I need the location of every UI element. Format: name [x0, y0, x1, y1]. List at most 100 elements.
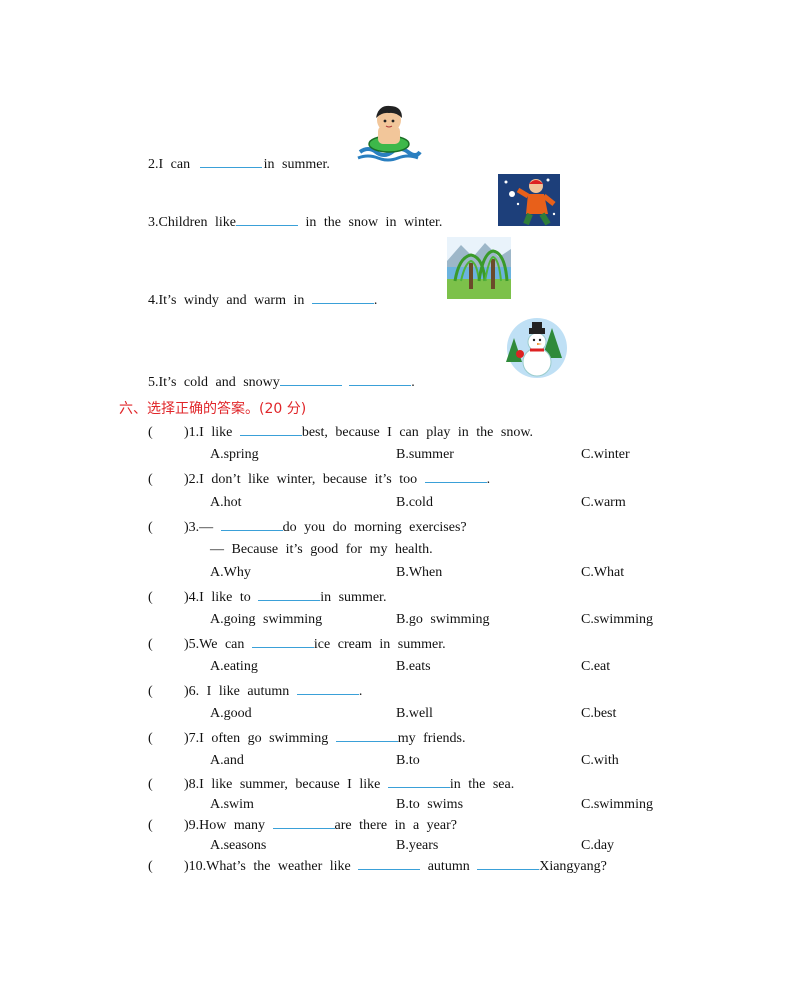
option-a[interactable]: A.seasons: [210, 838, 267, 853]
question-stem: )6. I like autumn: [184, 684, 290, 699]
question-stem: in summer.: [320, 590, 387, 605]
option-c[interactable]: C.warm: [581, 495, 626, 510]
option-b[interactable]: B.cold: [396, 495, 433, 510]
question-text: .: [411, 375, 415, 390]
question-stem: in the sea.: [449, 777, 515, 792]
answer-blank[interactable]: [335, 729, 398, 742]
option-c[interactable]: C.winter: [581, 447, 630, 462]
option-a[interactable]: A.spring: [210, 447, 259, 462]
answer-blank[interactable]: [387, 775, 450, 788]
option-b[interactable]: B.to swims: [396, 797, 464, 812]
question-6: ( )6. I like autumn .: [148, 682, 362, 701]
option-b[interactable]: B.go swimming: [396, 612, 490, 627]
answer-blank[interactable]: [477, 857, 540, 870]
answer-blank[interactable]: [311, 291, 374, 304]
answer-paren[interactable]: (: [148, 520, 153, 535]
answer-blank[interactable]: [239, 423, 302, 436]
question-1: ( )1.I like best, because I can play in t…: [148, 423, 533, 442]
question-stem: )3.—: [184, 520, 214, 535]
question-9: ( )9.How many are there in a year?: [148, 816, 457, 835]
question-3-response: — Because it’s good for my health.: [210, 542, 433, 557]
option-c[interactable]: C.best: [581, 706, 617, 721]
answer-blank[interactable]: [220, 518, 283, 531]
option-a[interactable]: A.eating: [210, 659, 258, 674]
answer-blank[interactable]: [251, 635, 314, 648]
option-c[interactable]: C.swimming: [581, 797, 653, 812]
question-stem: )5.We can: [184, 637, 245, 652]
option-a[interactable]: A.swim: [210, 797, 254, 812]
question-stem: .: [486, 472, 491, 487]
question-5: ( )5.We can ice cream in summer.: [148, 635, 446, 654]
answer-blank[interactable]: [349, 373, 412, 386]
option-a[interactable]: A.good: [210, 706, 252, 721]
willow-trees-picture: [447, 237, 511, 299]
question-stem: Xiangyang?: [539, 859, 607, 874]
option-c[interactable]: C.eat: [581, 659, 611, 674]
fill-in-question-2: 2.I can in summer.: [148, 155, 330, 174]
answer-blank[interactable]: [258, 588, 321, 601]
question-stem: ice cream in summer.: [313, 637, 446, 652]
answer-paren[interactable]: (: [148, 590, 153, 605]
question-text: .: [373, 293, 378, 308]
option-a[interactable]: A.and: [210, 753, 244, 768]
question-stem: autumn: [427, 859, 470, 874]
question-stem: )7.I often go swimming: [184, 731, 329, 746]
question-stem: .: [358, 684, 363, 699]
question-8: ( )8.I like summer, because I like in the…: [148, 775, 514, 794]
question-7: ( )7.I often go swimming my friends.: [148, 729, 465, 748]
answer-paren[interactable]: (: [148, 818, 153, 833]
answer-blank[interactable]: [296, 682, 359, 695]
answer-blank[interactable]: [272, 816, 335, 829]
answer-blank[interactable]: [279, 373, 342, 386]
snowball-kid-picture: [498, 174, 560, 226]
question-4: ( )4.I like to in summer.: [148, 588, 386, 607]
option-c[interactable]: C.with: [581, 753, 619, 768]
answer-paren[interactable]: (: [148, 425, 153, 440]
option-b[interactable]: B.years: [396, 838, 439, 853]
question-stem: )1.I like: [184, 425, 233, 440]
question-text: in summer.: [263, 157, 330, 172]
fill-in-question-5: 5.It’s cold and snowy .: [148, 373, 415, 392]
question-text: in the snow in winter.: [305, 215, 443, 230]
fill-in-question-3: 3.Children like in the snow in winter.: [148, 213, 442, 232]
answer-blank[interactable]: [358, 857, 421, 870]
answer-paren[interactable]: (: [148, 731, 153, 746]
answer-paren[interactable]: (: [148, 684, 153, 699]
question-stem: )9.How many: [184, 818, 265, 833]
answer-paren[interactable]: (: [148, 859, 153, 874]
option-c[interactable]: C.What: [581, 565, 625, 580]
question-stem: my friends.: [397, 731, 466, 746]
question-number: 2.I: [148, 157, 164, 172]
question-text: 3.Children like: [148, 215, 236, 230]
option-c[interactable]: C.swimming: [581, 612, 653, 627]
question-stem: do you do morning exercises?: [282, 520, 467, 535]
question-text: 5.It’s cold and snowy: [148, 375, 280, 390]
answer-paren[interactable]: (: [148, 777, 153, 792]
answer-paren[interactable]: (: [148, 637, 153, 652]
option-b[interactable]: B.well: [396, 706, 433, 721]
fill-in-question-4: 4.It’s windy and warm in .: [148, 291, 377, 310]
option-b[interactable]: B.summer: [396, 447, 454, 462]
option-b[interactable]: B.When: [396, 565, 443, 580]
snowman-picture: [500, 318, 574, 382]
answer-blank[interactable]: [424, 470, 487, 483]
question-2: ( )2.I don’t like winter, because it’s to…: [148, 470, 490, 489]
option-a[interactable]: A.Why: [210, 565, 251, 580]
answer-blank[interactable]: [199, 155, 262, 168]
question-stem: are there in a year?: [334, 818, 457, 833]
option-a[interactable]: A.going swimming: [210, 612, 323, 627]
question-10: ()10.What’s the weather like autumn Xian…: [148, 857, 607, 876]
option-a[interactable]: A.hot: [210, 495, 242, 510]
option-b[interactable]: B.eats: [396, 659, 431, 674]
answer-blank[interactable]: [236, 213, 298, 226]
answer-paren[interactable]: (: [148, 472, 153, 487]
section-title: 六、选择正确的答案。(20 分): [119, 401, 307, 417]
question-stem: )4.I like to: [184, 590, 251, 605]
question-text: 4.It’s windy and warm in: [148, 293, 305, 308]
question-text: can: [170, 157, 191, 172]
option-c[interactable]: C.day: [581, 838, 615, 853]
option-b[interactable]: B.to: [396, 753, 420, 768]
question-stem: )2.I don’t like winter, because it’s too: [184, 472, 418, 487]
question-stem: best, because I can play in the snow.: [301, 425, 534, 440]
question-stem: )8.I like summer, because I like: [184, 777, 381, 792]
